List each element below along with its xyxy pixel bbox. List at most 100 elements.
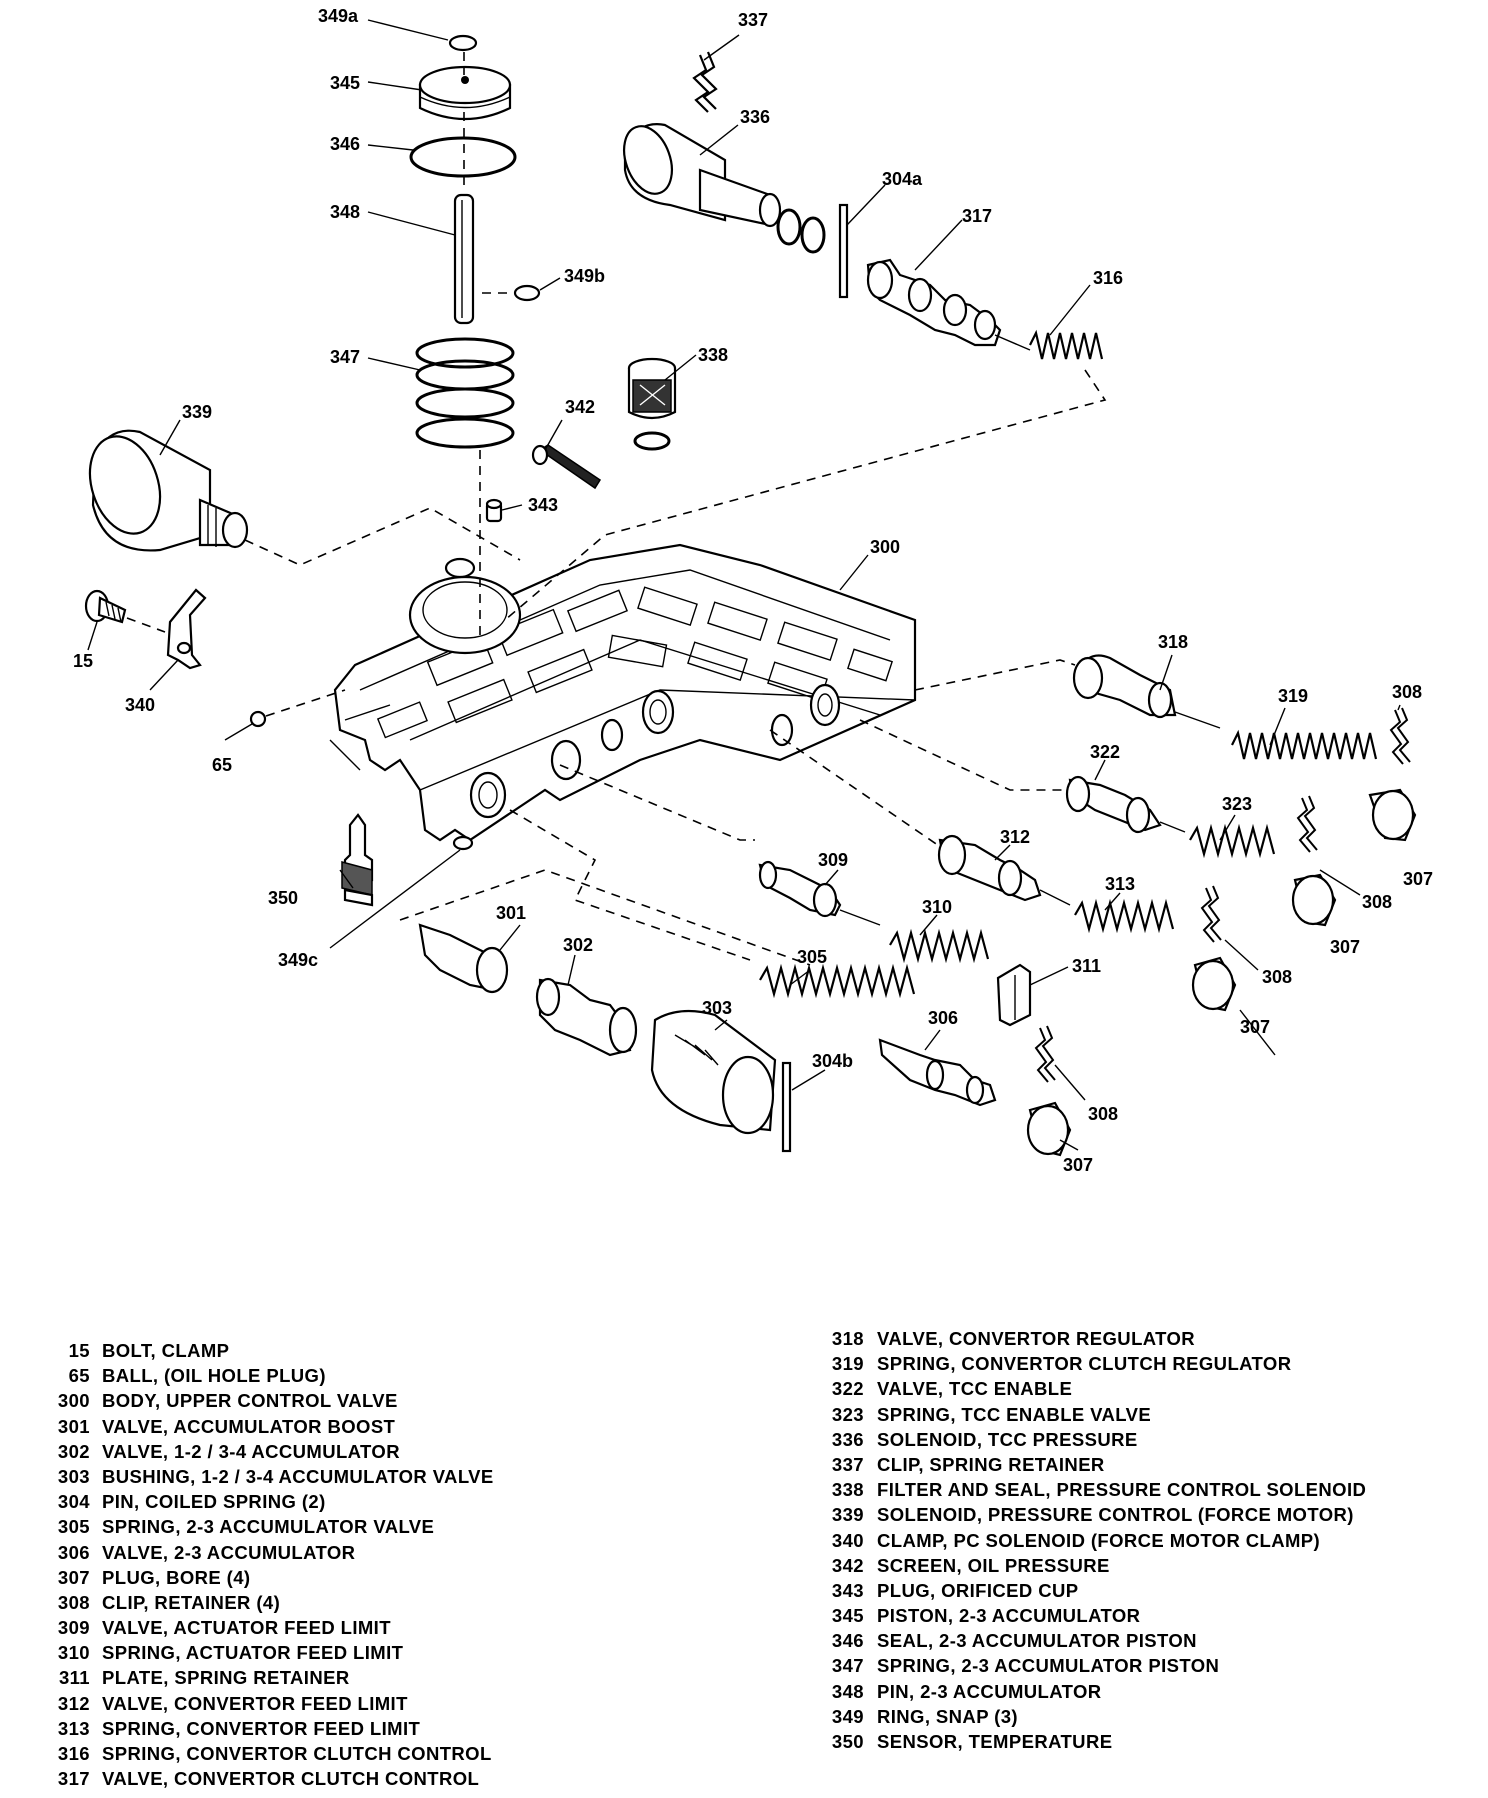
seal-346 xyxy=(409,136,517,178)
legend-part-number: 300 xyxy=(57,1390,90,1412)
callout-349c: 349c xyxy=(278,950,318,970)
legend-row: 339 SOLENOID, PRESSURE CONTROL (FORCE MOT… xyxy=(820,1502,1366,1527)
legend-part-number: 339 xyxy=(831,1504,864,1526)
legend-part-description: SOLENOID, PRESSURE CONTROL (FORCE MOTOR) xyxy=(877,1504,1354,1526)
callout-labels: 349a 345 346 348 349b 347 337 336 304a 3… xyxy=(73,6,1433,1175)
callout-310: 310 xyxy=(922,897,952,917)
callout-304b: 304b xyxy=(812,1051,853,1071)
callout-348: 348 xyxy=(330,202,360,222)
callout-313: 313 xyxy=(1105,874,1135,894)
piston-345 xyxy=(418,65,512,105)
legend-part-description: VALVE, 2-3 ACCUMULATOR xyxy=(102,1541,356,1563)
callout-318: 318 xyxy=(1158,632,1188,652)
legend-part-description: SPRING, CONVERTOR FEED LIMIT xyxy=(102,1717,421,1739)
pin-304a xyxy=(838,203,849,299)
callout-305: 305 xyxy=(797,947,827,967)
callout-346: 346 xyxy=(330,134,360,154)
legend-part-number: 65 xyxy=(68,1365,90,1387)
accumulator-stack xyxy=(409,34,541,640)
callout-65: 65 xyxy=(212,755,232,775)
legend-part-description: VALVE, ACTUATOR FEED LIMIT xyxy=(102,1617,391,1639)
legend-part-description: SENSOR, TEMPERATURE xyxy=(877,1731,1113,1752)
valve-302 xyxy=(535,977,638,1057)
callout-347: 347 xyxy=(330,347,360,367)
valve-312 xyxy=(937,834,1071,906)
legend-row: 309 VALVE, ACTUATOR FEED LIMIT xyxy=(42,1615,494,1640)
plug-307-a xyxy=(1368,788,1417,842)
callout-301: 301 xyxy=(496,903,526,923)
legend-part-number: 336 xyxy=(831,1428,864,1450)
spring-347 xyxy=(415,337,515,449)
legend-part-number: 313 xyxy=(57,1717,90,1739)
plug-307-d xyxy=(1026,1101,1072,1157)
legend-part-description: PIN, 2-3 ACCUMULATOR xyxy=(877,1680,1102,1702)
callout-319: 319 xyxy=(1278,686,1308,706)
legend-part-description: BUSHING, 1-2 / 3-4 ACCUMULATOR VALVE xyxy=(102,1465,494,1487)
legend-part-description: VALVE, ACCUMULATOR BOOST xyxy=(102,1415,396,1437)
screen-342 xyxy=(531,444,602,490)
legend-part-description: SOLENOID, TCC PRESSURE xyxy=(877,1428,1138,1450)
legend-part-number: 340 xyxy=(831,1529,864,1551)
leader-lines xyxy=(87,19,1401,1151)
legend-part-description: VALVE, TCC ENABLE xyxy=(877,1378,1073,1400)
callout-308-a: 308 xyxy=(1392,682,1422,702)
valve-309 xyxy=(758,860,881,926)
legend-part-description: VALVE, 1-2 / 3-4 ACCUMULATOR xyxy=(102,1440,400,1462)
legend-part-number: 318 xyxy=(831,1328,864,1349)
legend-part-number: 319 xyxy=(831,1353,864,1375)
callout-323: 323 xyxy=(1222,794,1252,814)
snap-ring-349c xyxy=(452,835,474,851)
legend-part-number: 303 xyxy=(57,1465,90,1487)
callout-339: 339 xyxy=(182,402,212,422)
callout-349a: 349a xyxy=(318,6,359,26)
legend-part-number: 323 xyxy=(831,1403,864,1425)
spring-305 xyxy=(759,963,916,999)
callout-336: 336 xyxy=(740,107,770,127)
callout-350: 350 xyxy=(268,888,298,908)
legend-part-description: BOLT, CLAMP xyxy=(102,1340,230,1361)
plug-343 xyxy=(485,498,503,523)
legend-part-number: 304 xyxy=(57,1491,90,1513)
legend-part-number: 349 xyxy=(831,1705,864,1727)
snap-ring-349b xyxy=(513,284,541,302)
legend-part-description: SPRING, ACTUATOR FEED LIMIT xyxy=(102,1642,404,1664)
clamp-340 xyxy=(166,588,207,670)
spring-313 xyxy=(1074,898,1175,934)
callout-343: 343 xyxy=(528,495,558,515)
callout-308-d: 308 xyxy=(1088,1104,1118,1124)
legend-part-number: 309 xyxy=(57,1617,90,1639)
callout-15: 15 xyxy=(73,651,93,671)
valve-301 xyxy=(418,923,509,994)
legend-part-number: 343 xyxy=(831,1579,864,1601)
callout-316: 316 xyxy=(1093,268,1123,288)
legend-part-number: 312 xyxy=(57,1692,90,1714)
callout-337: 337 xyxy=(738,10,768,30)
legend-part-number: 345 xyxy=(831,1605,864,1627)
callout-349b: 349b xyxy=(564,266,605,286)
callout-312: 312 xyxy=(1000,827,1030,847)
legend-part-number: 305 xyxy=(57,1516,90,1538)
legend-part-number: 308 xyxy=(57,1591,90,1613)
legend-part-description: PLUG, BORE (4) xyxy=(102,1566,251,1588)
legend-part-description: CLIP, SPRING RETAINER xyxy=(877,1453,1105,1475)
legend-part-description: SCREEN, OIL PRESSURE xyxy=(877,1554,1110,1576)
callout-300: 300 xyxy=(870,537,900,557)
legend-row: 303 BUSHING, 1-2 / 3-4 ACCUMULATOR VALVE xyxy=(42,1464,494,1489)
clip-337 xyxy=(692,54,710,113)
legend-part-description: SPRING, TCC ENABLE VALVE xyxy=(877,1403,1152,1425)
